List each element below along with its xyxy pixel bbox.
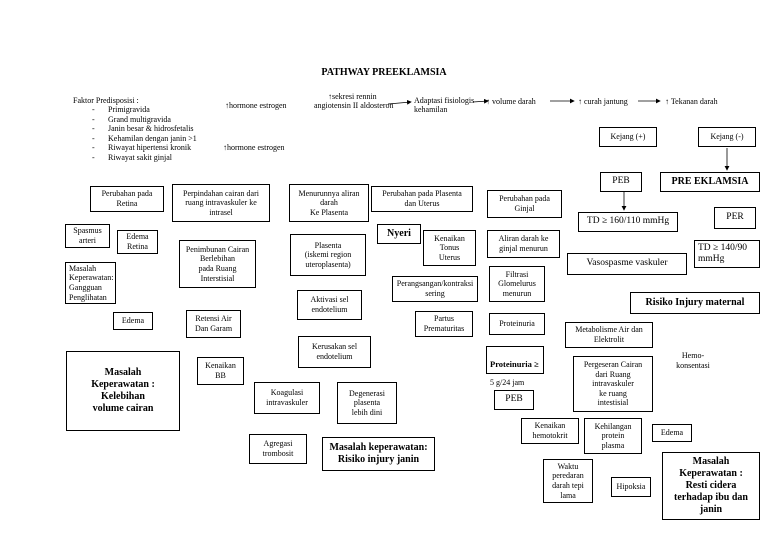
box-masalah-resti-cidera: Masalah Keperawatan : Resti cidera terha… xyxy=(662,452,760,520)
box-hipoksia: Hipoksia xyxy=(611,477,651,497)
box-peb-mid: PEB xyxy=(494,390,534,410)
box-kehilangan-protein: Kehilangan protein plasma xyxy=(584,418,642,454)
faktor-list: Primigravida Grand multigravida Janin be… xyxy=(90,105,197,163)
box-partus-prematuritas: Partus Prematuritas xyxy=(415,311,473,337)
box-edema-2: Edema xyxy=(652,424,692,442)
arrow-to-adaptasi xyxy=(387,99,412,105)
box-perubahan-retina: Perubahan pada Retina xyxy=(90,186,164,212)
box-kenaikan-bb: Kenaikan BB xyxy=(197,357,244,385)
box-kejang-positif: Kejang (+) xyxy=(599,127,657,147)
flow-hormone-estrogen-1: ↑hormone estrogen xyxy=(225,101,287,110)
flow-adaptasi-2: kehamilan xyxy=(414,105,448,114)
faktor-item: Grand multigravida xyxy=(90,115,197,125)
box-spasmus-arteri: Spasmus arteri xyxy=(65,224,110,248)
diagram-title: PATHWAY PREEKLAMSIA xyxy=(321,67,447,78)
arrow-to-volume xyxy=(472,98,489,104)
box-koagulasi: Koagulasi intravaskuler xyxy=(254,382,320,414)
box-pergeseran-cairan: Pergeseran Cairan dari Ruang intravaskul… xyxy=(573,356,653,412)
box-perpindahan-cairan: Perpindahan cairan dari ruang intravasku… xyxy=(172,184,270,222)
box-risiko-injury-maternal: Risiko Injury maternal xyxy=(630,292,760,314)
box-vasospasme: Vasospasme vaskuler xyxy=(567,253,687,275)
box-per: PER xyxy=(714,207,756,229)
box-retensi-air: Retensi Air Dan Garam xyxy=(186,310,241,338)
box-edema-retina: Edema Retina xyxy=(117,230,158,254)
box-kenaikan-tonus-uterus: Kenaikan Tonus Uterus xyxy=(423,230,476,266)
box-proteinuria: Proteinuria xyxy=(489,313,545,335)
flow-angiotensin: angiotensin II aldosteron xyxy=(314,101,394,110)
box-waktu-peredaran: Waktu peredaran darah tepi lama xyxy=(543,459,593,503)
box-kerusakan-endotelium: Kerusakan sel endotelium xyxy=(298,336,371,368)
faktor-item: Riwayat hipertensi kronik xyxy=(90,143,197,153)
box-kejang-negatif: Kejang (-) xyxy=(698,127,756,147)
faktor-item: Riwayat sakit ginjal xyxy=(90,153,197,163)
box-kenaikan-hemotokrit: Kenaikan hemotokrit xyxy=(521,418,579,444)
proteinuria-5g-line-2: 5 g/24 jam xyxy=(490,378,525,388)
box-proteinuria-5g: Proteinuria ≥ 5 g/24 jam xyxy=(486,346,544,387)
box-nyeri: Nyeri xyxy=(377,224,421,244)
box-pre-eklamsia: PRE EKLAMSIA xyxy=(660,172,760,192)
box-metabolisme: Metabolisme Air dan Elektrolit xyxy=(565,322,653,348)
flow-sekresi-rennin: ↑sekresi rennin xyxy=(328,92,377,101)
box-degenerasi-plasenta: Degenerasi plasenta lebih dini xyxy=(337,382,397,424)
box-aliran-ginjal: Aliran darah ke ginjal menurun xyxy=(487,230,560,258)
flow-volume-darah: ↑ volume darah xyxy=(486,97,536,106)
box-perangsangan: Perangsangan/kontraksi sering xyxy=(392,276,478,302)
box-agregasi-trombosit: Agregasi trombosit xyxy=(249,434,307,464)
box-filtrasi-glomelurus: Filtrasi Glomelurus menurun xyxy=(489,266,545,302)
flow-tekanan-darah: ↑ Tekanan darah xyxy=(665,97,718,106)
box-masalah-risiko-janin: Masalah keperawatan: Risiko injury janin xyxy=(322,437,435,471)
box-aktivasi-endotelium: Aktivasi sel endotelium xyxy=(297,290,362,320)
box-masalah-penglihatan: Masalah Keperawatan: Gangguan Penglihata… xyxy=(65,262,116,304)
flow-curah-jantung: ↑ curah jantung xyxy=(578,97,628,106)
faktor-item: Janin besar & hidrosfetalis xyxy=(90,124,197,134)
box-td-140: TD ≥ 140/90 mmHg xyxy=(694,240,760,268)
faktor-item: Primigravida xyxy=(90,105,197,115)
box-edema-1: Edema xyxy=(113,312,153,330)
box-penimbunan-cairan: Penimbunan Cairan Berlebihan pada Ruang … xyxy=(179,240,256,288)
box-plasenta-iskemi: Plasenta (iskemi region uteroplasenta) xyxy=(290,234,366,276)
box-td-160: TD ≥ 160/110 mmHg xyxy=(578,212,678,232)
faktor-heading: Faktor Predisposisi : xyxy=(73,96,139,105)
box-hemokonsentasi: Hemo- konsentasi xyxy=(664,347,722,375)
box-masalah-kelebihan-cairan: Masalah Keperawatan : Kelebihan volume c… xyxy=(66,351,180,431)
box-perubahan-ginjal: Perubahan pada Ginjal xyxy=(487,190,562,218)
flow-hormone-estrogen-2: ↑hormone estrogen xyxy=(223,143,285,152)
box-menurunnya-aliran: Menurunnya aliran darah Ke Plasenta xyxy=(289,184,369,222)
proteinuria-5g-line-1: Proteinuria ≥ xyxy=(490,358,539,369)
box-perubahan-plasenta: Perubahan pada Plasenta dan Uterus xyxy=(371,186,473,212)
faktor-item: Kehamilan dengan janin >1 xyxy=(90,134,197,144)
box-peb-top: PEB xyxy=(600,172,642,192)
flow-adaptasi-1: Adaptasi fisiologis xyxy=(414,96,475,105)
